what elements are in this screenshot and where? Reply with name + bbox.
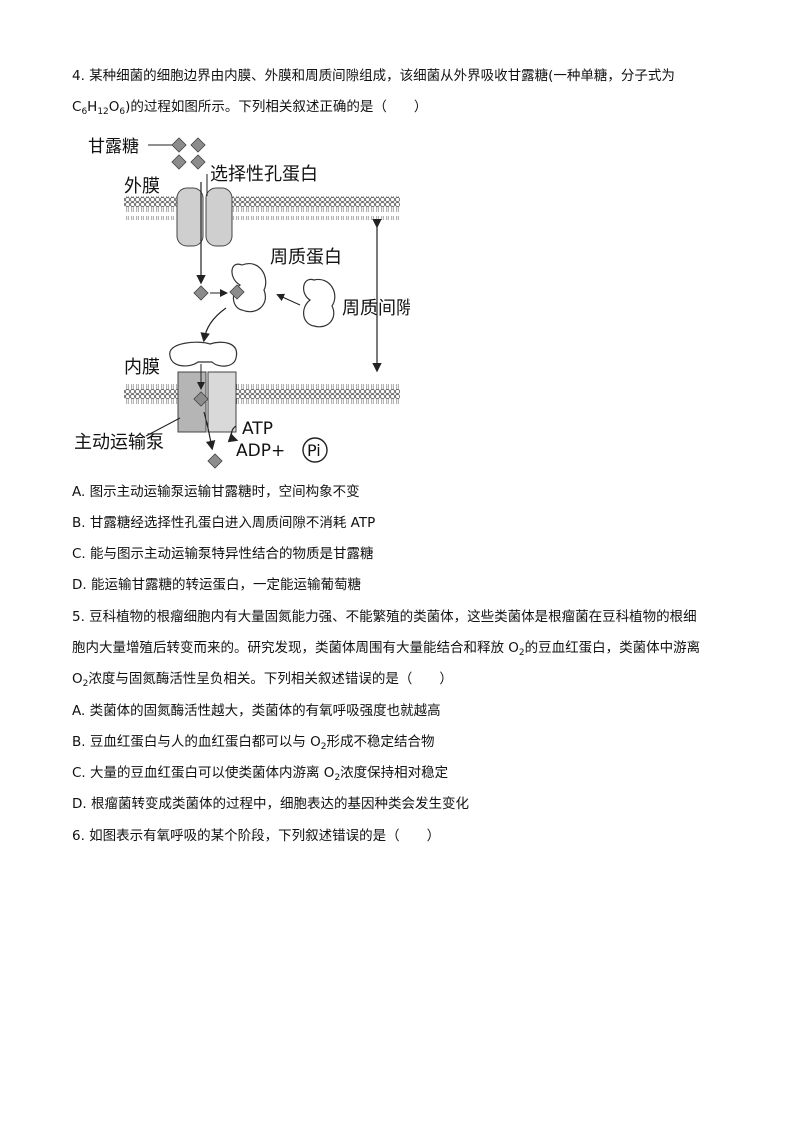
q5-line2b: 的豆血红蛋白，类菌体中游离 [524, 640, 701, 656]
mannose-cytoplasm [207, 453, 223, 469]
pore-protein-left [176, 187, 204, 247]
atp-arrow [227, 425, 239, 443]
formula-c: C [72, 99, 82, 115]
q5-line3a: O [72, 671, 83, 687]
protein-arrow [276, 293, 301, 306]
q5-optB-sub: 2 [320, 742, 327, 752]
formula-o: O [108, 99, 120, 115]
pump-label: 主动运输泵 [74, 432, 164, 453]
outer-membrane-left [124, 196, 179, 220]
q4-stem-line2-rest: )的过程如图所示。下列相关叙述正确的是（ ） [125, 99, 428, 115]
mannose-periplasm [193, 285, 209, 301]
q5-option-d: D. 根瘤菌转变成类菌体的过程中，细胞表达的基因种类会发生变化 [72, 796, 469, 812]
formula-h-sub: 12 [97, 107, 109, 117]
pi-circle [302, 437, 328, 463]
formula-h: H [87, 99, 98, 115]
curve-arrow-to-pump [200, 307, 227, 343]
q5-line2a: 胞内大量增殖后转变而来的。研究发现，类菌体周围有大量能结合和释放 O [72, 640, 519, 656]
q4-option-a: A. 图示主动运输泵运输甘露糖时，空间构象不变 [72, 484, 360, 500]
q5-optC-a: C. 大量的豆血红蛋白可以使类菌体内游离 O [72, 765, 335, 781]
q4-option-d: D. 能运输甘露糖的转运蛋白，一定能运输葡萄糖 [72, 577, 361, 593]
outer-membrane-right [230, 196, 400, 220]
mannose-bound [229, 284, 245, 300]
mannose-in-pump [193, 391, 209, 407]
inner-membrane-right [236, 380, 400, 404]
q5-stem-line3: O2浓度与固氮酶活性呈负相关。下列相关叙述错误的是（ ） [72, 669, 453, 694]
outer-membrane-label: 外膜 [124, 176, 160, 197]
q5-optC-sub: 2 [334, 773, 341, 783]
q5-option-b: B. 豆血红蛋白与人的血红蛋白都可以与 O2形成不稳定结合物 [72, 732, 435, 757]
periplasmic-protein-bound [231, 262, 267, 313]
inner-membrane-label: 内膜 [124, 357, 160, 378]
q5-optB-a: B. 豆血红蛋白与人的血红蛋白都可以与 O [72, 734, 321, 750]
q4-option-b: B. 甘露糖经选择性孔蛋白进入周质间隙不消耗 ATP [72, 515, 376, 531]
pi-label: Pi [307, 441, 321, 460]
q5-stem-line1: 5. 豆科植物的根瘤细胞内有大量固氮能力强、不能繁殖的类菌体，这些类菌体是根瘤菌… [72, 609, 697, 625]
pump-arrow-out [203, 411, 216, 451]
adp-label: ADP+ [236, 441, 285, 461]
q5-option-c: C. 大量的豆血红蛋白可以使类菌体内游离 O2浓度保持相对稳定 [72, 763, 448, 788]
mannose-label: 甘露糖 [88, 137, 139, 157]
pore-protein-label: 选择性孔蛋白 [210, 164, 318, 185]
periplasmic-protein-free [303, 278, 336, 328]
inner-membrane-left [124, 380, 178, 404]
q4-stem-line2: C6H12O6)的过程如图所示。下列相关叙述正确的是（ ） [72, 97, 427, 122]
q5-line3-sub: 2 [82, 679, 89, 689]
q5-line3b: 浓度与固氮酶活性呈负相关。下列相关叙述错误的是（ ） [88, 671, 453, 687]
mannose-molecules-outside [171, 137, 206, 170]
q5-line2-sub: 2 [518, 648, 525, 658]
pump-right-subunit [207, 371, 237, 433]
q5-optB-b: 形成不稳定结合物 [326, 734, 435, 750]
q4-stem-line1: 4. 某种细菌的细胞边界由内膜、外膜和周质间隙组成，该细菌从外界吸收甘露糖(一种… [72, 68, 675, 84]
q5-optC-b: 浓度保持相对稳定 [340, 765, 449, 781]
pump-label-line [145, 417, 181, 437]
periplasmic-protein-label: 周质蛋白 [270, 247, 342, 268]
periplasmic-space-label: 周质间隙 [342, 298, 410, 319]
q5-option-a: A. 类菌体的固氮酶活性越大，类菌体的有氧呼吸强度也就越高 [72, 703, 441, 719]
q6-stem-line1: 6. 如图表示有氧呼吸的某个阶段，下列叙述错误的是（ ） [72, 828, 441, 844]
q4-option-c: C. 能与图示主动运输泵特异性结合的物质是甘露糖 [72, 546, 374, 562]
membrane-transport-diagram: 甘露糖 选择性孔蛋白 外膜 周质蛋白 周质间隙 内膜 ATP ADP+ Pi 主… [74, 137, 410, 469]
formula-c-sub: 6 [81, 107, 88, 117]
q5-stem-line2: 胞内大量增殖后转变而来的。研究发现，类菌体周围有大量能结合和释放 O2的豆血红蛋… [72, 638, 700, 663]
formula-o-sub: 6 [119, 107, 126, 117]
periplasmic-protein-docked [169, 341, 238, 367]
atp-label: ATP [242, 419, 273, 439]
pore-protein-right [205, 187, 233, 247]
